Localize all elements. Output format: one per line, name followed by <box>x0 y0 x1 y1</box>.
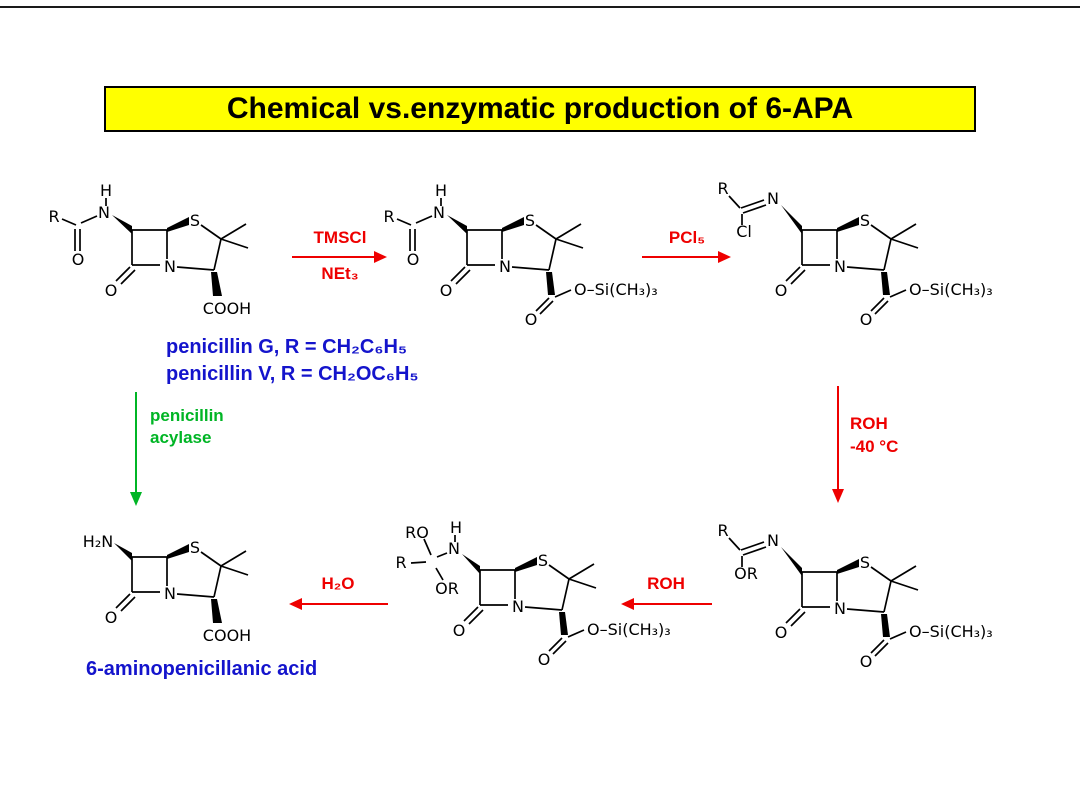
atom-label-cl: Cl <box>736 222 752 241</box>
atom-label-amide-o: O <box>407 250 420 269</box>
atom-label-ester-o: O <box>860 310 873 329</box>
group-label-tms: O–Si(CH₃)₃ <box>909 622 993 641</box>
atom-label-r: R <box>395 553 406 572</box>
reagent-acylase-line1: penicillin <box>150 406 224 425</box>
atom-label-lactam-o: O <box>105 281 118 300</box>
reagent-tmscl: TMSCl <box>313 228 367 247</box>
atom-label-s: S <box>525 211 535 230</box>
reagent-roh-top: ROH <box>850 414 888 433</box>
arrow-pcl5 <box>642 251 731 263</box>
structure-penicillin-acid: R O N H O S N COOH <box>48 181 251 318</box>
reagent-temperature: -40 °C <box>850 437 899 456</box>
arrow-roh-down <box>832 386 844 503</box>
atom-label-ring-n: N <box>499 257 511 276</box>
atom-label-r: R <box>717 521 728 540</box>
atom-label-amide-n: N <box>433 203 445 222</box>
atom-label-s: S <box>538 551 548 570</box>
structure-imino-ether: R OR N O S N O O–Si(CH₃)₃ <box>717 521 993 671</box>
atom-label-lactam-o: O <box>775 281 788 300</box>
reagent-net3: NEt₃ <box>321 264 359 283</box>
atom-label-lactam-o: O <box>105 608 118 627</box>
atom-label-ester-o: O <box>860 652 873 671</box>
atom-label-r: R <box>717 179 728 198</box>
reagent-pcl5: PCl₅ <box>668 228 706 247</box>
structure-6-apa: H₂N O S N COOH <box>83 532 251 645</box>
atom-label-h: H <box>435 181 447 200</box>
atom-label-ring-n: N <box>834 257 846 276</box>
atom-label-ring-n: N <box>164 584 176 603</box>
atom-label-lactam-o: O <box>440 281 453 300</box>
atom-label-amide-n: N <box>98 203 110 222</box>
reagent-roh-bottom: ROH <box>647 574 685 593</box>
atom-label-amide-n: N <box>448 539 460 558</box>
atom-label-or: OR <box>435 579 459 598</box>
group-label-cooh: COOH <box>203 626 251 645</box>
atom-label-ester-o: O <box>538 650 551 669</box>
structure-penicillin-tms-ester: R O N H O S N O O–Si(CH₃)₃ <box>383 181 658 329</box>
structure-imino-chloride: R Cl N O S N O O–Si(CH₃)₃ <box>717 179 993 329</box>
atom-label-ring-n: N <box>164 257 176 276</box>
atom-label-h: H <box>100 181 112 200</box>
atom-label-s: S <box>860 211 870 230</box>
atom-label-s: S <box>190 538 200 557</box>
atom-label-r: R <box>383 207 394 226</box>
atom-label-ester-o: O <box>525 310 538 329</box>
atom-label-s: S <box>860 553 870 572</box>
structure-ortho-intermediate: RO R OR H N O S N O O–Si(CH₃)₃ <box>395 518 671 669</box>
group-label-tms: O–Si(CH₃)₃ <box>909 280 993 299</box>
atom-label-ring-n: N <box>834 599 846 618</box>
arrow-h2o-left <box>289 598 388 610</box>
atom-label-imine-n: N <box>767 531 779 550</box>
slide-top-border <box>0 6 1080 8</box>
atom-label-amide-o: O <box>72 250 85 269</box>
atom-label-lactam-o: O <box>453 621 466 640</box>
caption-penicillin-v: penicillin V, R = CH₂OC₆H₅ <box>166 363 419 385</box>
group-label-cooh: COOH <box>203 299 251 318</box>
atom-label-ring-n: N <box>512 597 524 616</box>
arrow-roh-left <box>621 598 712 610</box>
atom-label-imine-n: N <box>767 189 779 208</box>
atom-label-lactam-o: O <box>775 623 788 642</box>
group-label-h2n: H₂N <box>83 532 113 551</box>
atom-label-r: R <box>48 207 59 226</box>
atom-label-ro: RO <box>405 523 429 542</box>
atom-label-s: S <box>190 211 200 230</box>
group-label-tms: O–Si(CH₃)₃ <box>587 620 671 639</box>
arrow-acylase-down <box>130 392 142 506</box>
arrow-tmscl <box>292 251 387 263</box>
reagent-acylase-line2: acylase <box>150 428 212 447</box>
reagent-h2o: H₂O <box>321 574 355 593</box>
caption-6-apa: 6-aminopenicillanic acid <box>86 658 318 680</box>
group-label-tms: O–Si(CH₃)₃ <box>574 280 658 299</box>
page-title: Chemical vs.enzymatic production of 6-AP… <box>104 86 976 132</box>
atom-label-h: H <box>450 518 462 537</box>
atom-label-or: OR <box>734 564 758 583</box>
caption-penicillin-g: penicillin G, R = CH₂C₆H₅ <box>166 336 408 358</box>
